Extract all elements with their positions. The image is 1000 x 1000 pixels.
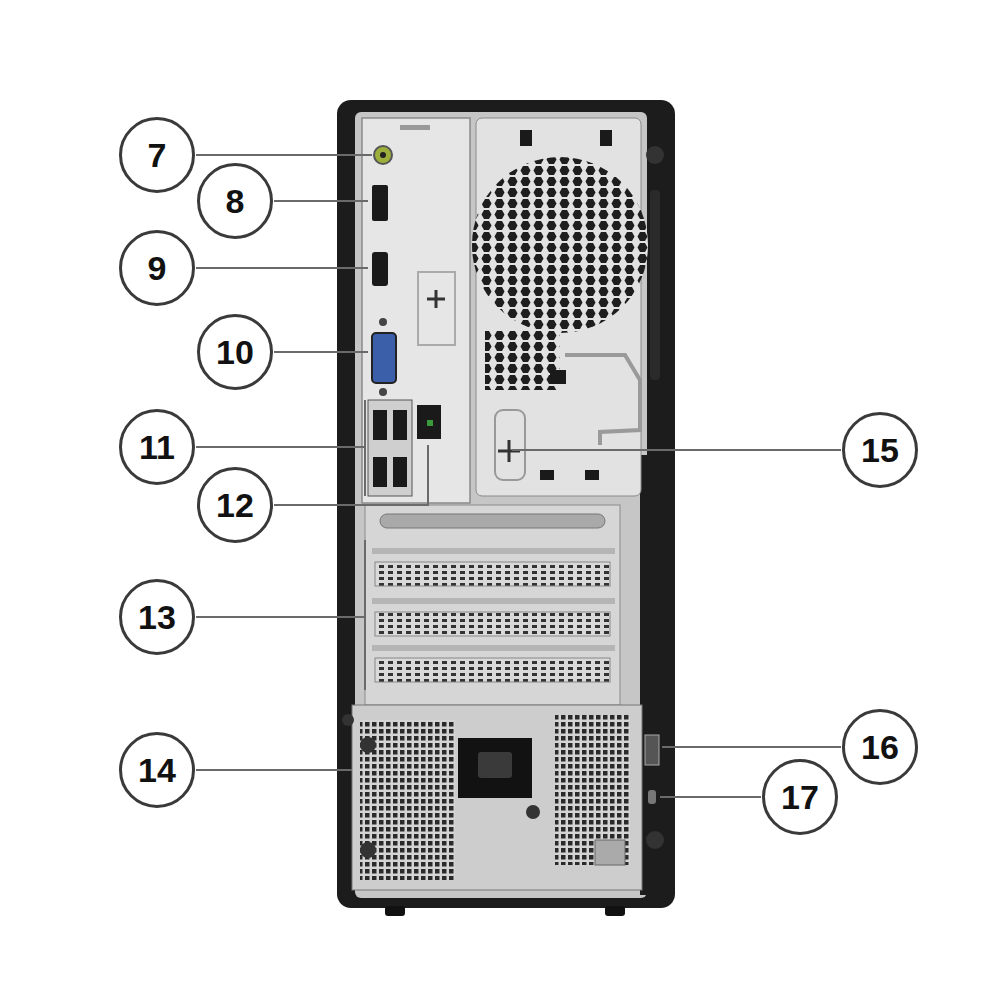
callout-circle: 14 (119, 732, 195, 808)
callout-number: 10 (216, 335, 254, 369)
callout-circle: 10 (197, 314, 273, 390)
callout-circle: 8 (197, 163, 273, 239)
callout-number: 9 (148, 251, 167, 285)
callout-number: 17 (781, 780, 819, 814)
callout-number: 14 (138, 753, 176, 787)
callout-circle: 11 (119, 409, 195, 485)
callout-number: 13 (138, 600, 176, 634)
callout-number: 15 (861, 433, 899, 467)
callout-number: 12 (216, 488, 254, 522)
callout-circle: 9 (119, 230, 195, 306)
callout-circle: 12 (197, 467, 273, 543)
callout-circle: 17 (762, 759, 838, 835)
callout-number: 11 (139, 430, 175, 464)
callout-circle: 15 (842, 412, 918, 488)
callout-circle: 7 (119, 117, 195, 193)
callout-number: 8 (226, 184, 245, 218)
callout-number: 16 (861, 730, 899, 764)
callout-number: 7 (148, 138, 167, 172)
callout-circle: 13 (119, 579, 195, 655)
callout-circle: 16 (842, 709, 918, 785)
